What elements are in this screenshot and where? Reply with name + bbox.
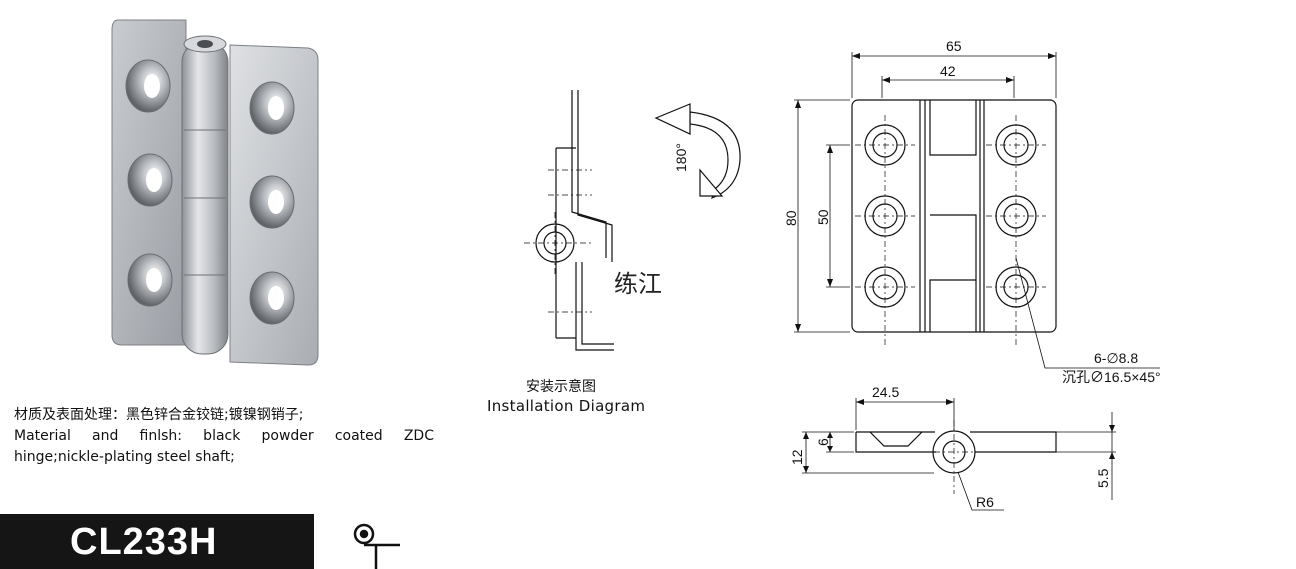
- material-en-line2: hinge;nickle-plating steel shaft;: [14, 449, 235, 465]
- dim-total-thickness: 12: [789, 449, 805, 465]
- holes-note-1: 6-∅8.8: [1094, 350, 1138, 366]
- watermark-text: 练江: [614, 270, 662, 298]
- rotation-arrow-icon: [654, 103, 741, 200]
- dim-pin-offset: 5.5: [1095, 468, 1111, 488]
- installation-caption-cn: 安装示意图: [526, 379, 596, 395]
- material-cn: 材质及表面处理：黑色锌合金铰链;镀镍钢销子;: [14, 407, 304, 423]
- hinge-hole-icon: [125, 59, 173, 307]
- dim-radius: R6: [976, 494, 994, 510]
- rotation-label: 180°: [673, 143, 689, 172]
- installation-caption-en: Installation Diagram: [487, 397, 646, 415]
- dim-side-width: 24.5: [872, 384, 899, 400]
- dim-hole-spacing-v: 50: [815, 209, 831, 225]
- model-banner: [0, 514, 314, 569]
- dim-hole-spacing-h: 42: [940, 63, 956, 79]
- model-number: CL233H: [70, 521, 218, 563]
- dim-width-total: 65: [946, 38, 962, 54]
- dim-height-total: 80: [783, 210, 799, 226]
- hinge-hole-icon: [249, 81, 295, 325]
- dim-thickness: 6: [815, 438, 831, 446]
- material-description: 材质及表面处理：黑色锌合金铰链;镀镍钢销子; Material and finl…: [14, 405, 434, 468]
- material-en-line1: Material and finlsh: black powder coated…: [14, 428, 434, 444]
- holes-note-2: 沉孔∅16.5×45°: [1062, 369, 1161, 385]
